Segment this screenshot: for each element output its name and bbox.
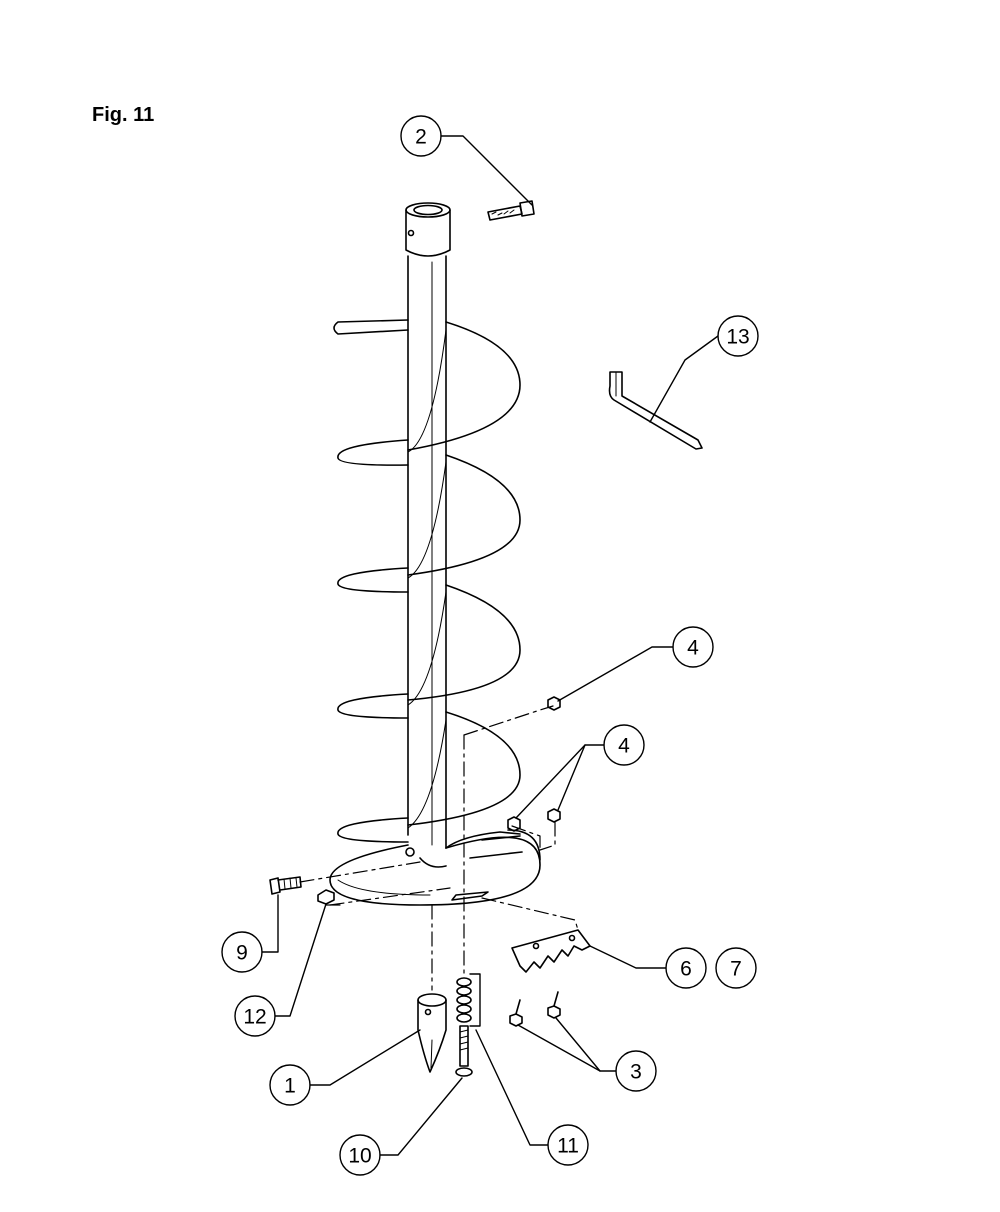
- figure-title: Fig. 11: [92, 104, 155, 126]
- bolt-part-9: [269, 876, 302, 895]
- nut-part-12: [317, 889, 335, 905]
- callout-7: 7: [730, 958, 742, 981]
- callout-1: 1: [284, 1075, 296, 1098]
- callout-9: 9: [236, 942, 248, 965]
- auger-flights: [333, 319, 521, 843]
- callout-11: 11: [557, 1135, 579, 1158]
- washers-part-11: [456, 977, 472, 1023]
- hex-key-part-13: [608, 371, 703, 450]
- assembly-centerlines: [299, 705, 579, 991]
- bolts-part-3: [509, 991, 561, 1027]
- callout-10: 10: [348, 1145, 371, 1168]
- cutter-plate: [329, 829, 541, 906]
- callout-4-lower: 4: [618, 735, 630, 758]
- nuts-part-4: [507, 696, 561, 832]
- bolt-part-2: [487, 200, 535, 221]
- callout-4-upper: 4: [687, 637, 699, 660]
- bolt-part-10: [455, 1025, 473, 1077]
- callout-13: 13: [726, 326, 749, 349]
- callout-circles: [221, 115, 759, 1176]
- auger-shaft: [405, 202, 451, 849]
- pilot-point-part-1: [417, 993, 447, 1073]
- cutter-blade-part-6-7: [511, 929, 591, 973]
- leader-lines: [261, 135, 719, 1156]
- callout-3: 3: [630, 1061, 642, 1084]
- callout-2: 2: [415, 126, 427, 149]
- callout-6: 6: [680, 958, 692, 981]
- callout-12: 12: [243, 1006, 266, 1029]
